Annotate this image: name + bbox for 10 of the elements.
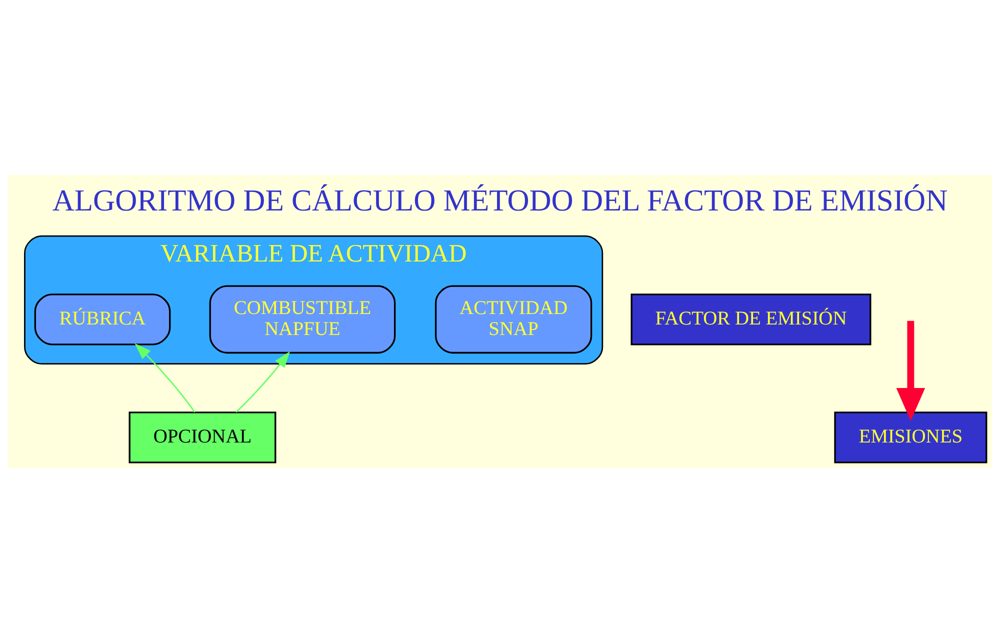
node-box: OPCIONAL <box>128 412 276 464</box>
arrow <box>134 343 196 413</box>
arrow <box>896 320 926 421</box>
node-box: RÚBRICA <box>34 294 171 346</box>
node-box: FACTOR DE EMISIÓN <box>630 294 872 346</box>
node-box: COMBUSTIBLE NAPFUE <box>209 285 396 354</box>
node-box: ACTIVIDAD SNAP <box>434 285 592 354</box>
diagram-title: ALGORITMO DE CÁLCULO MÉTODO DEL FACTOR DE EMISIÓN <box>52 184 948 218</box>
arrow <box>236 351 290 413</box>
node-box: EMISIONES <box>834 412 988 464</box>
